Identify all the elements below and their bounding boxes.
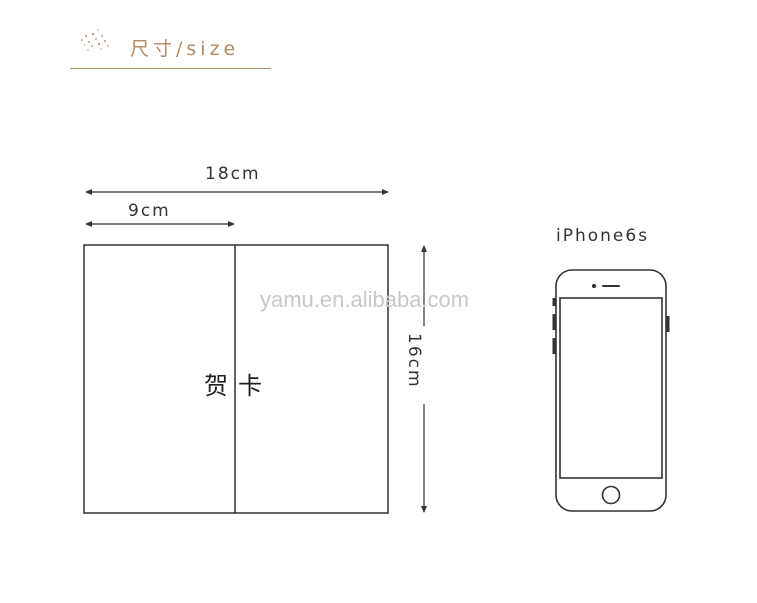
- half-width-label: 9cm: [128, 201, 171, 221]
- phone-label: iPhone6s: [556, 226, 650, 246]
- height-label: 16cm: [404, 333, 424, 389]
- watermark: yamu.en.alibaba.com: [260, 287, 470, 312]
- header-divider: [70, 68, 271, 69]
- half-width-dimension-arrow: [85, 221, 235, 227]
- page-title: 尺寸/size: [130, 38, 240, 60]
- phone-icon: [552, 269, 670, 512]
- width-dimension-arrow: [85, 189, 389, 195]
- width-label: 18cm: [205, 164, 261, 184]
- section-header: 尺寸/size: [70, 26, 271, 70]
- card-outline: [83, 244, 389, 514]
- card-label: 贺卡: [204, 372, 272, 400]
- height-dimension-arrow: [421, 245, 427, 513]
- sparkle-icon: [81, 29, 109, 51]
